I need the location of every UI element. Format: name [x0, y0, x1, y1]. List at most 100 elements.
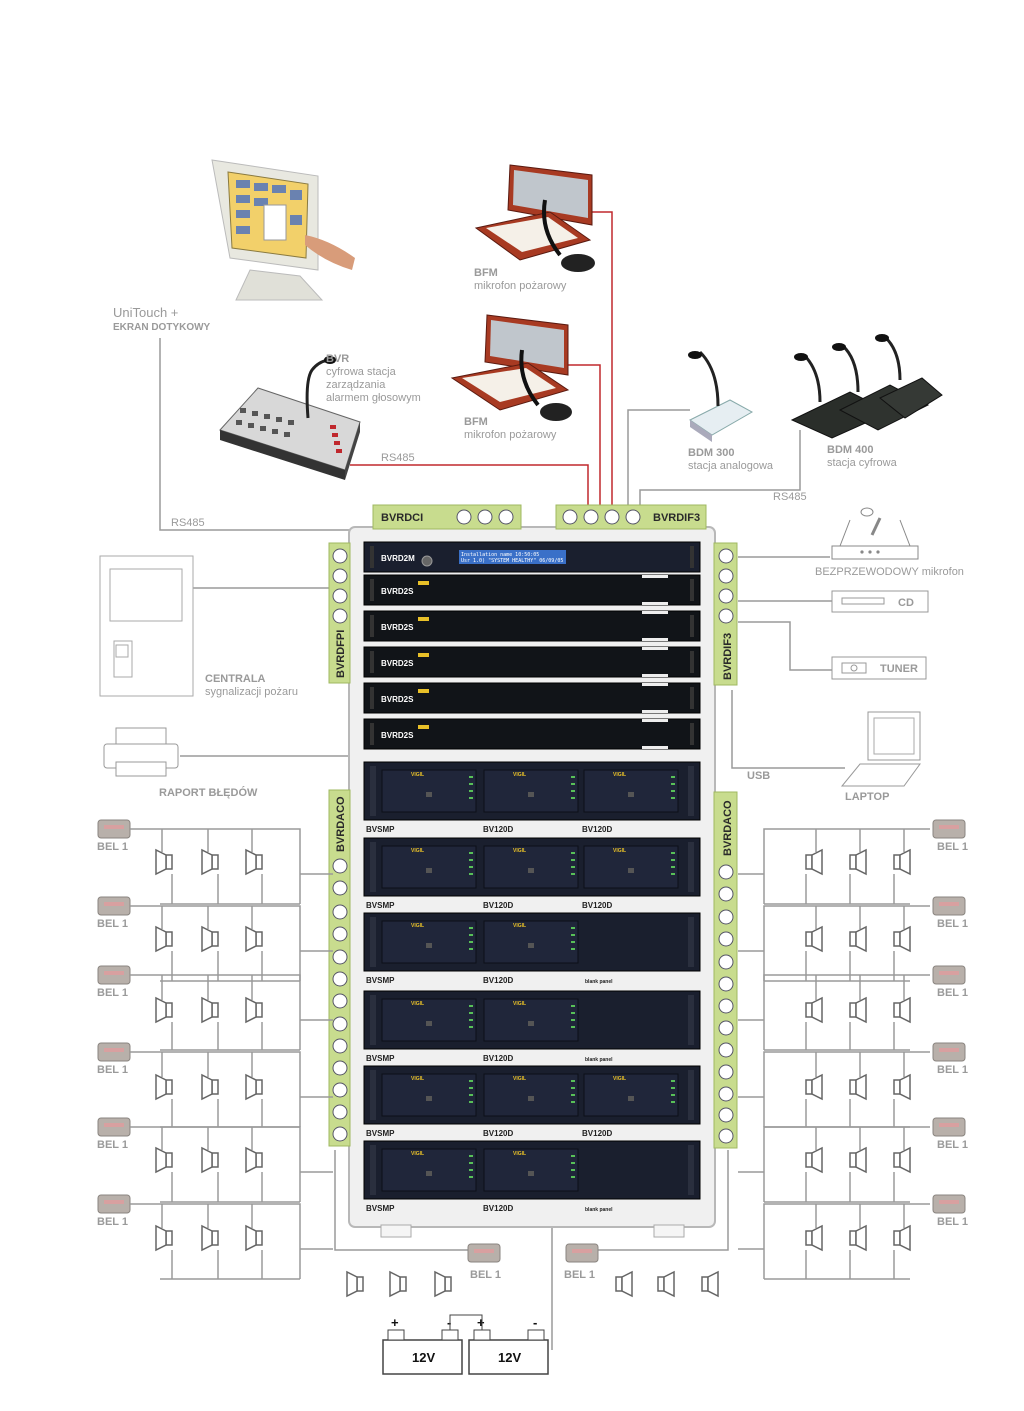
amp-label: BV120D — [582, 1129, 612, 1138]
router-label: BVRD2S — [381, 659, 414, 668]
eol-module: BEL 1 — [933, 1195, 968, 1228]
speaker-icon — [894, 998, 910, 1022]
amp-label: blank panel — [585, 1057, 613, 1063]
router-unit: BVRD2S — [364, 647, 700, 677]
eol-module: BEL 1 — [933, 820, 968, 853]
battery-1-plus: + — [391, 1315, 399, 1330]
speaker-zones-bottom: BEL 1 BEL 1 — [347, 1244, 718, 1296]
eol-label: BEL 1 — [97, 1064, 128, 1076]
terminal-right-upper: BVRDIF3 — [714, 543, 737, 685]
router-label: BVRD2S — [381, 587, 414, 596]
eol-module: BEL 1 — [97, 1043, 130, 1076]
battery-2: + - 12V — [469, 1315, 548, 1374]
eol-module: BEL 1 — [97, 897, 130, 930]
brand-label: VIGIL — [513, 848, 526, 854]
speaker-icon — [246, 1226, 262, 1250]
brand-label: VIGIL — [613, 1076, 626, 1082]
terminal-top-right-label: BVRDIF3 — [653, 512, 700, 524]
terminal-top-left: BVRDCI — [373, 505, 521, 529]
printer-icon — [104, 728, 178, 776]
amp-label: BVSMP — [366, 901, 395, 910]
speaker-icon — [850, 1075, 866, 1099]
eol-module: BEL 1 — [933, 966, 968, 999]
speaker-icon — [435, 1272, 451, 1296]
speaker-icon — [850, 850, 866, 874]
router-unit: BVRD2S — [364, 611, 700, 641]
amp-label: BV120D — [582, 825, 612, 834]
eol-label: BEL 1 — [97, 1216, 128, 1228]
amp-label: BV120D — [483, 825, 513, 834]
speaker-icon — [156, 998, 172, 1022]
speaker-icon — [156, 1226, 172, 1250]
amp-label: BV120D — [483, 901, 513, 910]
rack-foot-right — [654, 1225, 684, 1237]
bvr-title: BVR — [326, 353, 349, 365]
speaker-icon — [894, 1226, 910, 1250]
battery-2-label: 12V — [498, 1350, 521, 1365]
terminal-top-left-label: BVRDCI — [381, 512, 423, 524]
speaker-icon — [202, 1148, 218, 1172]
bdm400-title: BDM 400 — [827, 444, 873, 456]
speaker-icon — [202, 998, 218, 1022]
speaker-icon — [894, 850, 910, 874]
tuner-label: TUNER — [880, 663, 918, 675]
speaker-icon — [806, 998, 822, 1022]
brand-label: VIGIL — [411, 923, 424, 929]
bfm-cabinet-1 — [476, 165, 595, 272]
speaker-icon — [850, 1148, 866, 1172]
speaker-icon — [850, 1226, 866, 1250]
eol-module: BEL 1 — [97, 820, 130, 853]
terminal-right-lower: BVRDACO — [714, 792, 737, 1148]
speaker-icon — [156, 1075, 172, 1099]
wireless-label: BEZPRZEWODOWY mikrofon — [815, 566, 964, 578]
brand-label: VIGIL — [411, 848, 424, 854]
brand-label: VIGIL — [411, 1076, 424, 1082]
speaker-icon — [246, 998, 262, 1022]
eol-label: BEL 1 — [97, 987, 128, 999]
speaker-icon — [850, 998, 866, 1022]
brand-label: VIGIL — [513, 923, 526, 929]
unitouch-title: UniTouch + — [113, 305, 178, 320]
amp-label: BVSMP — [366, 976, 395, 985]
laptop-icon — [842, 712, 920, 786]
bfm2-subtitle: mikrofon pożarowy — [464, 429, 557, 441]
rs485-bdm-label: RS485 — [773, 491, 807, 503]
brand-label: VIGIL — [411, 1151, 424, 1157]
speaker-icon — [156, 1148, 172, 1172]
speaker-icon — [246, 1148, 262, 1172]
speaker-icon — [246, 927, 262, 951]
tuner-wire — [738, 622, 832, 670]
speaker-icon — [390, 1272, 406, 1296]
speaker-icon — [156, 927, 172, 951]
terminal-left-upper: BVRDFPI — [329, 543, 350, 683]
battery-1-label: 12V — [412, 1350, 435, 1365]
speaker-icon — [658, 1272, 674, 1296]
eol-label: BEL 1 — [470, 1269, 501, 1281]
centrala-title: CENTRALA — [205, 673, 266, 685]
brand-label: VIGIL — [411, 772, 424, 778]
bdm300-title: BDM 300 — [688, 447, 734, 459]
eol-module: BEL 1 — [97, 1195, 130, 1228]
bfm2-wire — [567, 365, 600, 512]
terminal-right-upper-label: BVRDIF3 — [722, 633, 734, 680]
eol-module: BEL 1 — [468, 1244, 501, 1281]
speaker-icon — [894, 927, 910, 951]
eol-module: BEL 1 — [933, 897, 968, 930]
amp-label: BVSMP — [366, 1129, 395, 1138]
speaker-icon — [246, 1075, 262, 1099]
brand-label: VIGIL — [513, 1151, 526, 1157]
amp-label: BV120D — [582, 901, 612, 910]
wireless-receiver — [832, 508, 918, 559]
amp-label: BV120D — [483, 1054, 513, 1063]
bvr-line1: cyfrowa stacja — [326, 366, 397, 378]
rs485-bvr-label: RS485 — [381, 452, 415, 464]
eol-module: BEL 1 — [933, 1043, 968, 1076]
centrala-subtitle: sygnalizacji pożaru — [205, 686, 298, 698]
eol-label: BEL 1 — [564, 1269, 595, 1281]
terminal-top-right: BVRDIF3 — [556, 505, 706, 529]
bfm1-title: BFM — [474, 267, 498, 279]
controller-unit: BVRD2M Installation name 10:50:05 Usr 1.… — [364, 542, 700, 572]
bdm400-stations — [792, 334, 942, 438]
rs485-unitouch-label: RS485 — [171, 517, 205, 529]
bfm1-wire — [590, 212, 612, 512]
